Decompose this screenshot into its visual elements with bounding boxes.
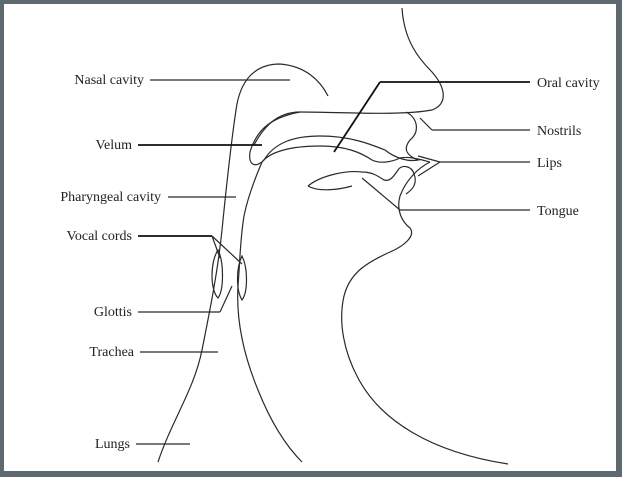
pharynx-back-wall <box>157 63 329 463</box>
leader-lips-diag1 <box>417 155 441 163</box>
label-oral-cavity: Oral cavity <box>537 76 600 91</box>
label-nasal-cavity: Nasal cavity <box>74 73 144 88</box>
leader-lips-diag2 <box>417 161 441 177</box>
label-lungs: Lungs <box>95 437 130 452</box>
pharynx-front-wall <box>237 161 303 463</box>
leader-glottis-diag <box>219 285 233 313</box>
vocal-cord-right <box>236 254 248 302</box>
leader-oral-cavity-diag <box>333 81 381 153</box>
velum-shape <box>249 111 421 166</box>
leader-vocal-cords-diag2 <box>211 235 243 265</box>
head-outline <box>253 7 444 146</box>
label-nostrils: Nostrils <box>537 124 581 139</box>
palate-line <box>261 145 431 163</box>
vocal-cord-left <box>211 248 224 299</box>
label-velum: Velum <box>95 138 132 153</box>
label-lips: Lips <box>537 156 562 171</box>
leader-nostrils-diag <box>419 117 433 131</box>
label-glottis: Glottis <box>94 305 132 320</box>
jaw-neck-front <box>341 161 509 465</box>
tongue-underside <box>307 185 353 191</box>
label-pharyngeal-cavity: Pharyngeal cavity <box>60 190 161 205</box>
tongue-shape <box>307 165 416 195</box>
label-tongue: Tongue <box>537 204 579 219</box>
label-vocal-cords: Vocal cords <box>67 229 132 244</box>
leader-vocal-cords-diag1 <box>211 235 221 259</box>
leader-tongue-diag <box>361 177 401 211</box>
label-trachea: Trachea <box>89 345 134 360</box>
